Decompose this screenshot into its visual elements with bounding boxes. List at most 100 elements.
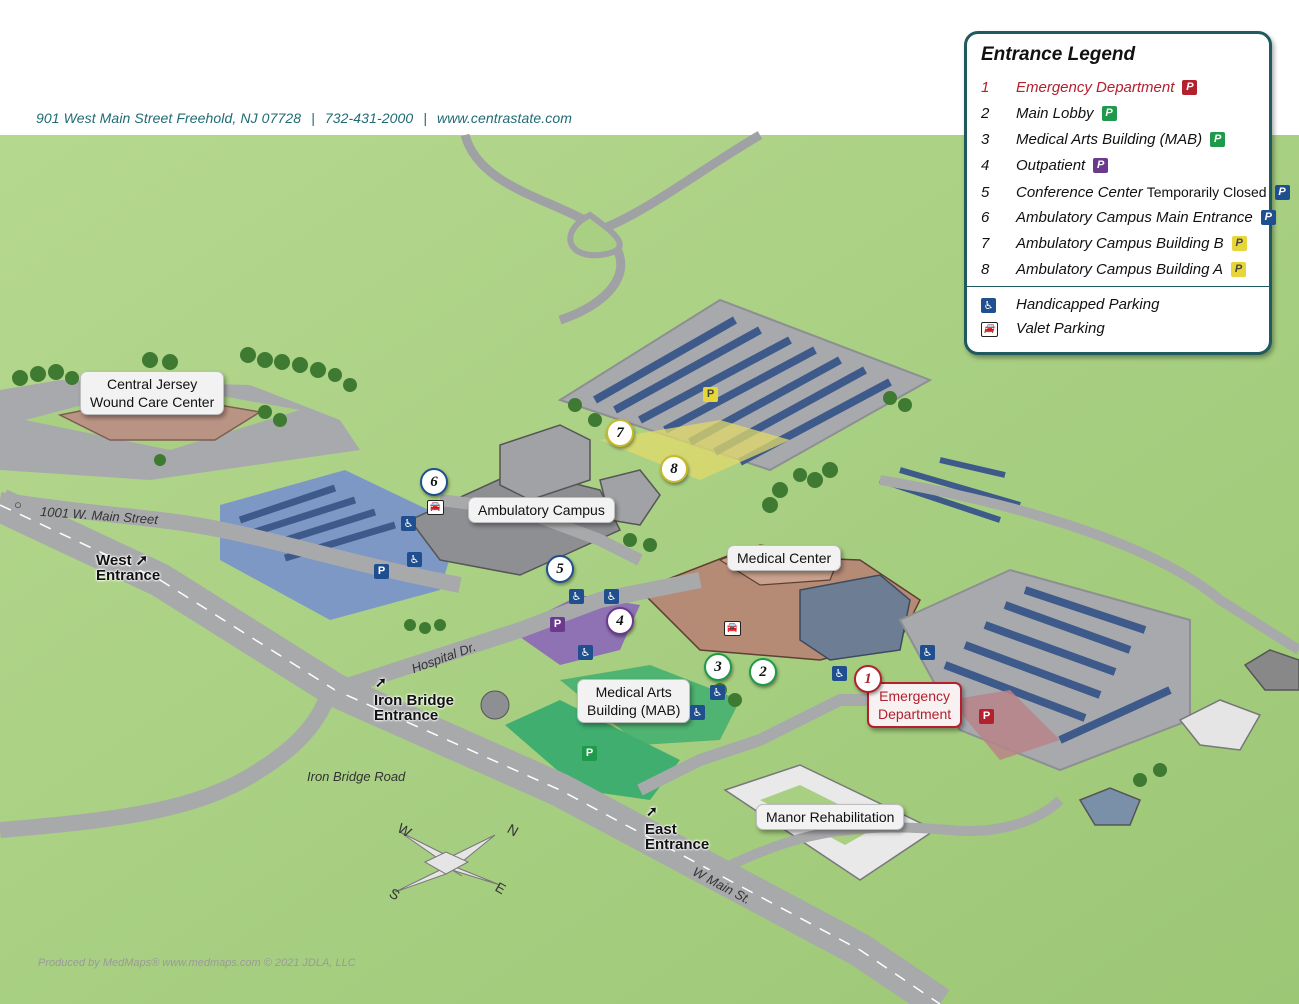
- emergency-line-2: Department: [878, 706, 952, 722]
- legend-entry-number: 8: [981, 261, 990, 278]
- website-link[interactable]: www.centrastate.com: [437, 110, 572, 126]
- arrow-northeast-icon: ➚: [135, 552, 149, 569]
- iron-bridge-line-2: Entrance: [374, 707, 439, 724]
- entrance-marker-5[interactable]: 5: [546, 555, 574, 583]
- parking-icon-blue: P: [374, 564, 389, 579]
- handicapped-icon: ♿: [710, 685, 725, 700]
- legend-parking-icon: P: [1101, 105, 1117, 121]
- emergency-department-label[interactable]: Emergency Department: [867, 682, 963, 728]
- phone-text: 732-431-2000: [324, 110, 414, 126]
- east-entrance-line-2: Entrance: [645, 836, 710, 853]
- address-text: 901 West Main Street Freehold, NJ 07728: [36, 110, 302, 126]
- emergency-line-1: Emergency: [879, 688, 950, 704]
- legend-entry-number: 7: [981, 235, 990, 252]
- handicapped-icon: ♿: [569, 589, 584, 604]
- arrow-northeast-icon: ➚: [646, 803, 658, 819]
- wound-care-line-1: Central Jersey: [106, 376, 198, 392]
- entrance-marker-7[interactable]: 7: [606, 419, 634, 447]
- mab-line-1: Medical Arts: [595, 684, 672, 700]
- legend-entry: 8 Ambulatory Campus Building A P: [981, 260, 1247, 280]
- legend-parking-icon: P: [1260, 209, 1276, 225]
- valet-car-icon: 🚘: [427, 500, 444, 515]
- mab-line-2: Building (MAB): [587, 702, 681, 718]
- handicapped-icon: ♿: [690, 705, 705, 720]
- legend-valet-label: Valet Parking: [1016, 320, 1105, 337]
- west-entrance-line-2: Entrance: [96, 567, 161, 584]
- entrance-marker-3[interactable]: 3: [704, 653, 732, 681]
- ambulatory-campus-label[interactable]: Ambulatory Campus: [468, 497, 615, 523]
- legend-parking-icon: P: [1274, 184, 1290, 200]
- parking-icon-yellow: P: [703, 387, 718, 402]
- legend-entry-label: Ambulatory Campus Main Entrance: [1016, 209, 1253, 226]
- entrance-marker-2[interactable]: 2: [749, 658, 777, 686]
- east-entrance-label[interactable]: East Entrance: [645, 822, 709, 852]
- legend-entry-label: Main Lobby: [1016, 105, 1094, 122]
- handicapped-icon: ♿: [604, 589, 619, 604]
- arrow-northeast-icon: ➚: [375, 674, 387, 690]
- legend-entry: 7 Ambulatory Campus Building B P: [981, 234, 1247, 254]
- legend-entry-number: 3: [981, 131, 990, 148]
- legend-valet-row: 🚘Valet Parking: [981, 319, 1105, 339]
- legend-entry-number: 4: [981, 157, 990, 174]
- legend-handicapped-row: ♿ Handicapped Parking: [981, 295, 1159, 315]
- tree-clusters: [12, 347, 1167, 787]
- legend-parking-icon: P: [1231, 235, 1247, 251]
- legend-entry-note: Temporarily Closed: [1146, 184, 1267, 200]
- parking-icon-red: P: [979, 709, 994, 724]
- legend-entry-label: Emergency Department: [1016, 79, 1175, 96]
- legend-parking-icon: P: [1093, 157, 1109, 173]
- legend-entry-label: Ambulatory Campus Building A: [1016, 261, 1224, 278]
- parking-icon-purple: P: [550, 617, 565, 632]
- iron-bridge-road: [0, 687, 338, 838]
- header-separator: |: [311, 110, 315, 126]
- valet-car-icon: 🚘: [724, 621, 741, 636]
- legend-entry: 4 Outpatient P: [981, 156, 1109, 176]
- handicapped-icon: ♿: [832, 666, 847, 681]
- handicapped-icon: ♿: [407, 552, 422, 567]
- wound-care-line-2: Wound Care Center: [90, 394, 215, 410]
- legend-entry: 1 Emergency Department P: [981, 78, 1198, 98]
- entrance-marker-6[interactable]: 6: [420, 468, 448, 496]
- legend-entry-number: 6: [981, 209, 990, 226]
- legend-entry: 6 Ambulatory Campus Main Entrance P: [981, 208, 1276, 228]
- entrance-marker-1[interactable]: 1: [854, 665, 882, 693]
- legend-entry-number: 5: [981, 184, 990, 201]
- legend-title: Entrance Legend: [981, 44, 1136, 65]
- address-header: 901 West Main Street Freehold, NJ 07728 …: [36, 110, 572, 126]
- parking-icon-green: P: [582, 746, 597, 761]
- legend-parking-icon: P: [1182, 79, 1198, 95]
- legend-entry-label: Ambulatory Campus Building B: [1016, 235, 1224, 252]
- west-main-street-road: [0, 492, 462, 593]
- helipad: [480, 690, 510, 720]
- iron-bridge-entrance-label[interactable]: Iron Bridge Entrance: [374, 693, 454, 723]
- road-marker-icon: ○: [14, 497, 22, 512]
- legend-entry-label: Outpatient: [1016, 157, 1086, 174]
- iron-bridge-road-label: Iron Bridge Road: [307, 769, 406, 784]
- legend-handicapped-label: Handicapped Parking: [1016, 296, 1160, 313]
- footer-credit: Produced by MedMaps® www.medmaps.com © 2…: [38, 957, 356, 969]
- header-separator: |: [423, 110, 428, 126]
- mab-label[interactable]: Medical Arts Building (MAB): [577, 679, 691, 723]
- east-entrance-line-1: East: [645, 821, 677, 838]
- legend-entry-number: 2: [981, 105, 990, 122]
- entrance-marker-4[interactable]: 4: [606, 607, 634, 635]
- entrance-marker-8[interactable]: 8: [660, 455, 688, 483]
- compass-rose: [394, 831, 501, 893]
- manor-rehabilitation-label[interactable]: Manor Rehabilitation: [756, 804, 905, 830]
- handicapped-icon: ♿: [981, 297, 996, 313]
- legend-entry-number: 1: [981, 79, 990, 96]
- west-entrance-label[interactable]: West➚ Entrance: [96, 553, 160, 583]
- handicapped-icon: ♿: [401, 516, 416, 531]
- legend-entry-label: Conference Center: [1016, 184, 1143, 201]
- legend-divider: [967, 286, 1269, 287]
- hospital-drive-road: [332, 572, 702, 698]
- medical-center-label[interactable]: Medical Center: [727, 545, 842, 571]
- west-entrance-line-1: West: [96, 552, 132, 569]
- wound-care-center-label[interactable]: Central Jersey Wound Care Center: [80, 371, 225, 415]
- legend-parking-icon: P: [1210, 131, 1226, 147]
- handicapped-icon: ♿: [920, 645, 935, 660]
- legend-parking-icon: P: [1231, 261, 1247, 277]
